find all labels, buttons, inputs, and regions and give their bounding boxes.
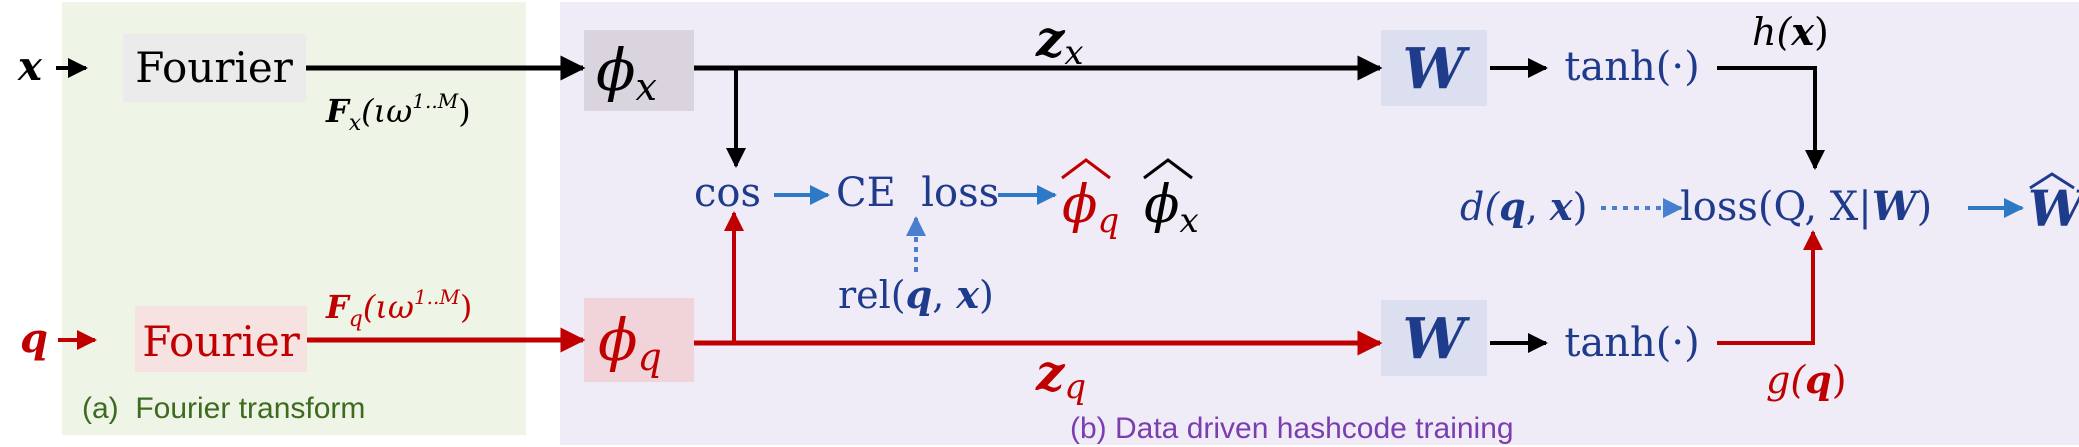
phi-q-hat-label: ϕq (1061, 158, 1119, 241)
loss-label: loss(Q, X|W) (1680, 183, 1932, 230)
fourier-q-label: Fourier (142, 317, 301, 366)
phi-x-hat-accent (1143, 158, 1193, 180)
w-bottom-box (1381, 300, 1487, 376)
phi-q-label: ϕq (598, 306, 662, 379)
cos-label: cos (694, 170, 761, 216)
phi-x-label: ϕx (596, 36, 657, 109)
svg-text:W: W (2028, 179, 2079, 238)
w-top-label: W (1403, 36, 1471, 102)
w-top-box (1381, 30, 1487, 106)
phi-x-box (584, 30, 694, 111)
fq-edge-label: Fq(ιω1..M) (325, 285, 472, 332)
ce-loss-label: CE loss (836, 170, 999, 216)
fourier-q-box (135, 306, 307, 372)
g-to-loss-arrow (1717, 230, 1823, 345)
w-hat-label: W (2028, 172, 2079, 238)
g-q-label: g(q) (1766, 357, 1847, 402)
zx-edge-label: zx (1035, 9, 1084, 73)
h-x-label: h(x) (1752, 9, 1829, 54)
w-bottom-label: W (1403, 306, 1471, 372)
input-q-symbol: q (20, 315, 48, 362)
phi-x-hat-label: ϕx (1143, 158, 1199, 241)
h-to-loss-arrow (1717, 66, 1825, 170)
panel-b-background (560, 2, 2079, 445)
panel-b-caption: (b) Data driven hashcode training (1070, 412, 1514, 445)
zq-edge-label: zq (1035, 343, 1086, 407)
fourier-x-label: Fourier (135, 43, 294, 92)
panel-a-caption: (a) Fourier transform (82, 392, 365, 425)
svg-text:ϕq: ϕq (1062, 175, 1119, 241)
input-x-symbol: x (17, 43, 43, 90)
svg-text:ϕx: ϕx (1144, 175, 1199, 241)
fourier-x-box (123, 34, 306, 102)
w-hat-accent (2029, 172, 2075, 190)
fx-edge-label: Fx(ιω1..M) (325, 89, 471, 136)
phi-q-box (584, 298, 694, 382)
phi-q-hat-accent (1061, 158, 1111, 180)
tanh-top-label: tanh(·) (1564, 44, 1699, 90)
rel-label: rel(q, x) (838, 272, 994, 317)
tanh-bottom-label: tanh(·) (1564, 320, 1699, 366)
d-label: d(q, x) (1460, 184, 1587, 229)
